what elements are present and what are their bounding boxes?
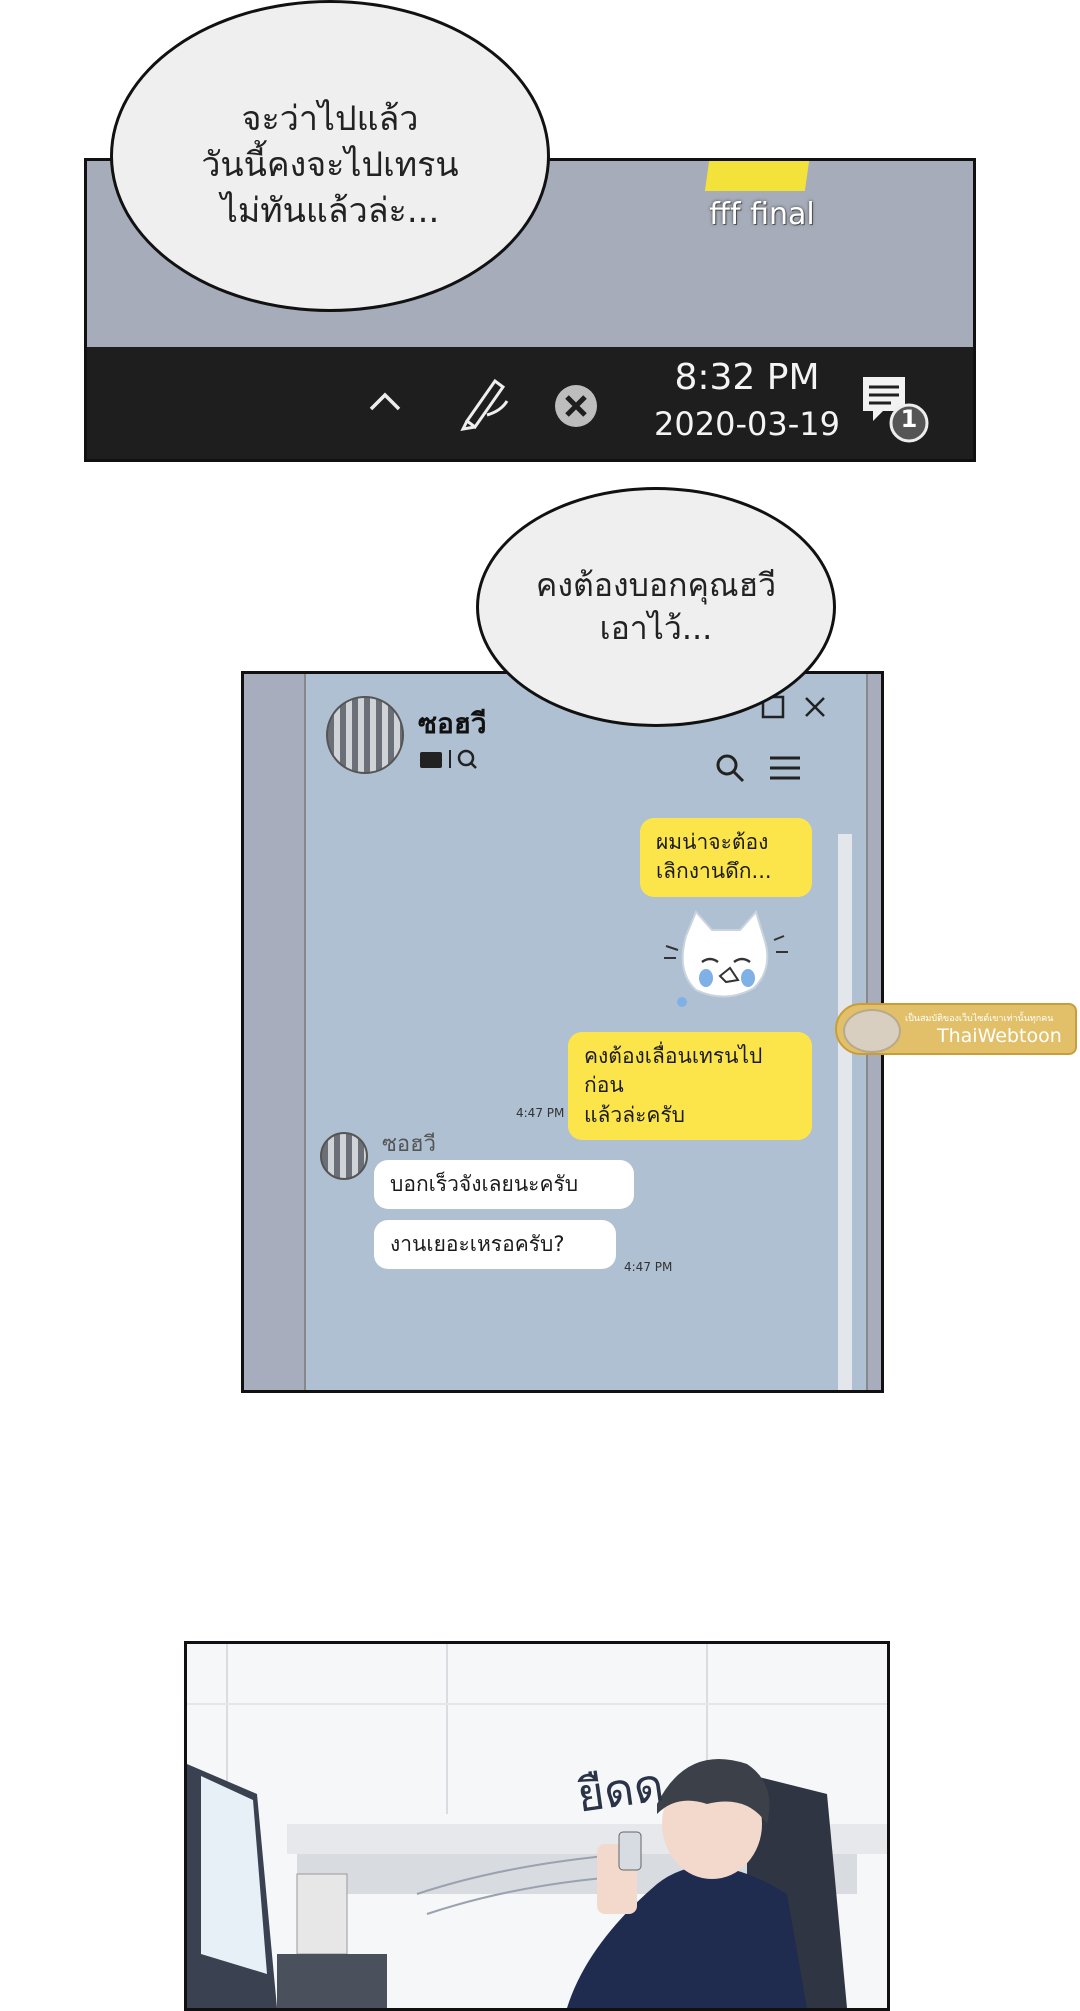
pen-icon[interactable] bbox=[457, 371, 513, 431]
notification-count: 1 bbox=[900, 405, 918, 433]
contact-name: ซอฮวี bbox=[418, 707, 487, 740]
close-circle-icon[interactable] bbox=[553, 383, 599, 429]
speech-bubble-2: คงต้องบอกคุณฮวี เอาไว้... bbox=[476, 487, 836, 727]
watermark-tagline: เป็นสมบัติของเว็บไซต์เขาเท่านั้นทุกคน bbox=[905, 1014, 1054, 1024]
message-timestamp: 4:47 PM bbox=[624, 1260, 673, 1274]
office-illustration bbox=[187, 1644, 887, 2008]
folder-icon[interactable] bbox=[704, 161, 810, 191]
message-bubble-me: คงต้องเลื่อนเทรนไปก่อน แล้วล่ะครับ bbox=[568, 1032, 812, 1141]
message-line: แล้วล่ะครับ bbox=[584, 1102, 686, 1127]
message-line: เลิกงานดึก... bbox=[656, 859, 772, 884]
taskbar: 8:32 PM 2020-03-19 1 bbox=[87, 347, 973, 459]
clock-time[interactable]: 8:32 PM bbox=[674, 357, 820, 398]
chevron-up-icon[interactable] bbox=[365, 381, 405, 421]
avatar[interactable] bbox=[326, 696, 404, 774]
search-icon[interactable] bbox=[714, 752, 746, 784]
message-line: คงต้องเลื่อนเทรนไปก่อน bbox=[584, 1044, 763, 1098]
avatar-small[interactable] bbox=[320, 1132, 368, 1180]
scrollbar[interactable] bbox=[838, 834, 852, 1390]
menu-icon[interactable] bbox=[768, 754, 802, 782]
watermark-logo bbox=[843, 1009, 901, 1053]
profile-tools-icons bbox=[420, 749, 477, 769]
clock-date[interactable]: 2020-03-19 bbox=[654, 405, 840, 443]
desktop-file-label[interactable]: fff final bbox=[709, 197, 815, 232]
message-line: ผมน่าจะต้อง bbox=[656, 830, 769, 854]
bubble-line: วันนี้คงจะไปเทรน bbox=[201, 145, 459, 186]
watermark-brand: ThaiWebtoon bbox=[937, 1025, 1062, 1047]
cat-sticker-icon bbox=[664, 910, 788, 1007]
bubble-line: จะว่าไปแล้ว bbox=[241, 99, 419, 140]
chat-window-panel: ซอฮวี ผมน่าจะต้อง เลิกงานดึก... bbox=[241, 671, 884, 1393]
speech-bubble-1: จะว่าไปแล้ว วันนี้คงจะไปเทรน ไม่ทันแล้วล… bbox=[110, 0, 550, 312]
sound-effect-text: ยืดด bbox=[573, 1757, 667, 1823]
sender-name: ซอฮวี bbox=[382, 1132, 436, 1157]
message-line: บอกเร็วจังเลยนะครับ bbox=[390, 1172, 579, 1196]
message-line: งานเยอะเหรอครับ? bbox=[390, 1232, 565, 1256]
close-icon[interactable] bbox=[802, 694, 828, 720]
notification-icon[interactable] bbox=[859, 373, 929, 443]
bubble-line: ไม่ทันแล้วล่ะ... bbox=[220, 190, 440, 231]
bubble-line: เอาไว้... bbox=[599, 609, 713, 647]
chat-window: ซอฮวี ผมน่าจะต้อง เลิกงานดึก... bbox=[304, 674, 868, 1390]
message-bubble-them: งานเยอะเหรอครับ? bbox=[374, 1220, 616, 1270]
message-bubble-me: ผมน่าจะต้อง เลิกงานดึก... bbox=[640, 818, 812, 897]
message-timestamp: 4:47 PM bbox=[516, 1106, 565, 1120]
watermark-badge: เป็นสมบัติของเว็บไซต์เขาเท่านั้นทุกคน Th… bbox=[835, 1003, 1077, 1055]
message-bubble-them: บอกเร็วจังเลยนะครับ bbox=[374, 1160, 634, 1210]
office-scene-panel: ยืดด bbox=[184, 1641, 890, 2011]
bubble-line: คงต้องบอกคุณฮวี bbox=[535, 565, 777, 604]
